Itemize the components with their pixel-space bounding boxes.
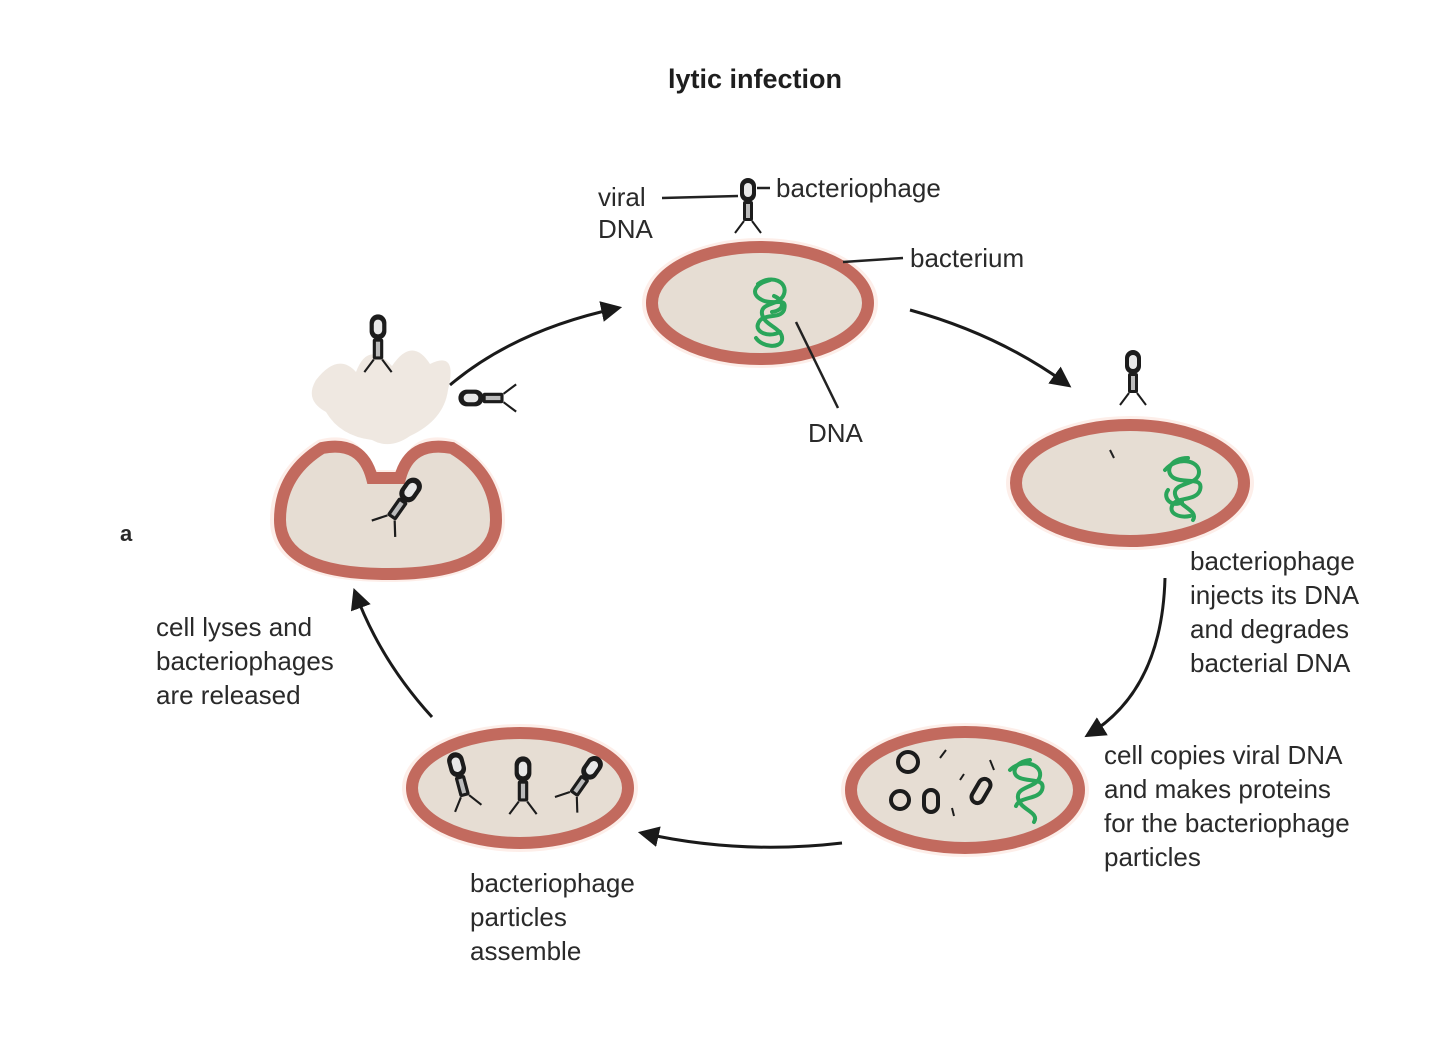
- arrow-top-to-right: [909, 308, 1072, 388]
- stage-injection: [1006, 349, 1254, 550]
- cycle-arrows: [350, 301, 1167, 849]
- bacteriophage-icon: [1119, 349, 1147, 406]
- bacteriophage-icon: [734, 177, 762, 234]
- bacteriophage-icon: [457, 383, 518, 413]
- dna-pointer-line: [794, 321, 840, 409]
- degrading-dna-icon: [1163, 456, 1203, 522]
- viral-component-icons: [889, 749, 995, 817]
- arrow-right-to-bottom-right: [1084, 577, 1167, 738]
- label-step-lysis: cell lyses and bacteriophages are releas…: [156, 612, 334, 710]
- stage-attachment: [642, 177, 904, 409]
- label-bacteriophage: bacteriophage: [776, 173, 941, 203]
- viral-dna-pointer-line: [661, 194, 739, 200]
- label-step-copy: cell copies viral DNA and makes proteins…: [1104, 740, 1350, 872]
- bacterium-pointer-line: [842, 256, 904, 264]
- bacterium-cell: [646, 241, 874, 365]
- bacterium-cell: [845, 726, 1085, 854]
- label-dna: DNA: [808, 418, 863, 448]
- label-viral-dna: viral DNA: [598, 182, 653, 244]
- label-bacterium: bacterium: [910, 243, 1025, 273]
- bacterial-dna-icon: [1008, 758, 1045, 824]
- diagram-title: lytic infection: [668, 64, 843, 94]
- injected-viral-dna: [1109, 449, 1115, 459]
- arrow-left-to-top: [449, 301, 623, 387]
- stage-assembly: [402, 724, 638, 852]
- label-step-assemble: bacteriophage particles assemble: [470, 868, 635, 966]
- stage-lysis: [270, 313, 518, 582]
- burst-cloud: [311, 350, 451, 445]
- stage-replication: [841, 723, 1089, 857]
- bacterium-cell: [1010, 419, 1250, 547]
- arrow-bottom-left-to-left: [350, 588, 434, 719]
- bacterial-dna-icon: [753, 277, 787, 348]
- arrow-bottom-right-to-bottom-left: [637, 826, 843, 849]
- lysed-bacterium-cell: [273, 440, 503, 581]
- label-step-inject: bacteriophage injects its DNA and degrad…: [1190, 546, 1360, 678]
- panel-letter: a: [120, 521, 133, 546]
